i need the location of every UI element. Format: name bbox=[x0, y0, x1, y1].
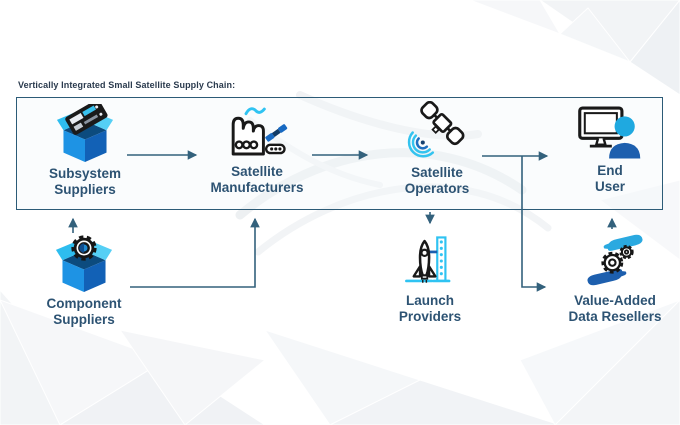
node-satellite-operators: Satellite Operators bbox=[372, 101, 502, 197]
arrow-component-to-manufacturers bbox=[130, 217, 260, 288]
node-subsystem-suppliers: Subsystem Suppliers bbox=[20, 104, 150, 198]
factory-icon bbox=[231, 107, 288, 156]
node-component-suppliers: Component Suppliers bbox=[19, 234, 149, 328]
arrow-branch-to-value-added bbox=[521, 156, 547, 292]
monitor-user-icon bbox=[578, 106, 641, 159]
node-label: Satellite Operators bbox=[404, 165, 470, 196]
node-label: Satellite Manufacturers bbox=[210, 164, 304, 195]
circuit-box-icon bbox=[56, 104, 114, 162]
node-label: End User bbox=[594, 163, 626, 194]
integrated-chain-frame bbox=[16, 97, 663, 210]
hands-gears-icon bbox=[587, 234, 643, 286]
diagram-title: Vertically Integrated Small Satellite Su… bbox=[18, 80, 236, 90]
node-label: Value-Added Data Resellers bbox=[568, 293, 662, 324]
node-end-user: End User bbox=[545, 103, 675, 195]
node-label: Component Suppliers bbox=[46, 296, 122, 327]
gear-box-icon bbox=[55, 235, 113, 292]
rocket-launchpad-icon bbox=[405, 236, 451, 283]
node-label: Launch Providers bbox=[398, 293, 462, 324]
node-launch-providers: Launch Providers bbox=[365, 233, 495, 325]
node-value-added-data-resellers: Value-Added Data Resellers bbox=[550, 231, 680, 325]
node-label: Subsystem Suppliers bbox=[48, 166, 122, 197]
node-satellite-manufacturers: Satellite Manufacturers bbox=[192, 104, 322, 196]
satellite-signal-icon bbox=[407, 101, 465, 158]
